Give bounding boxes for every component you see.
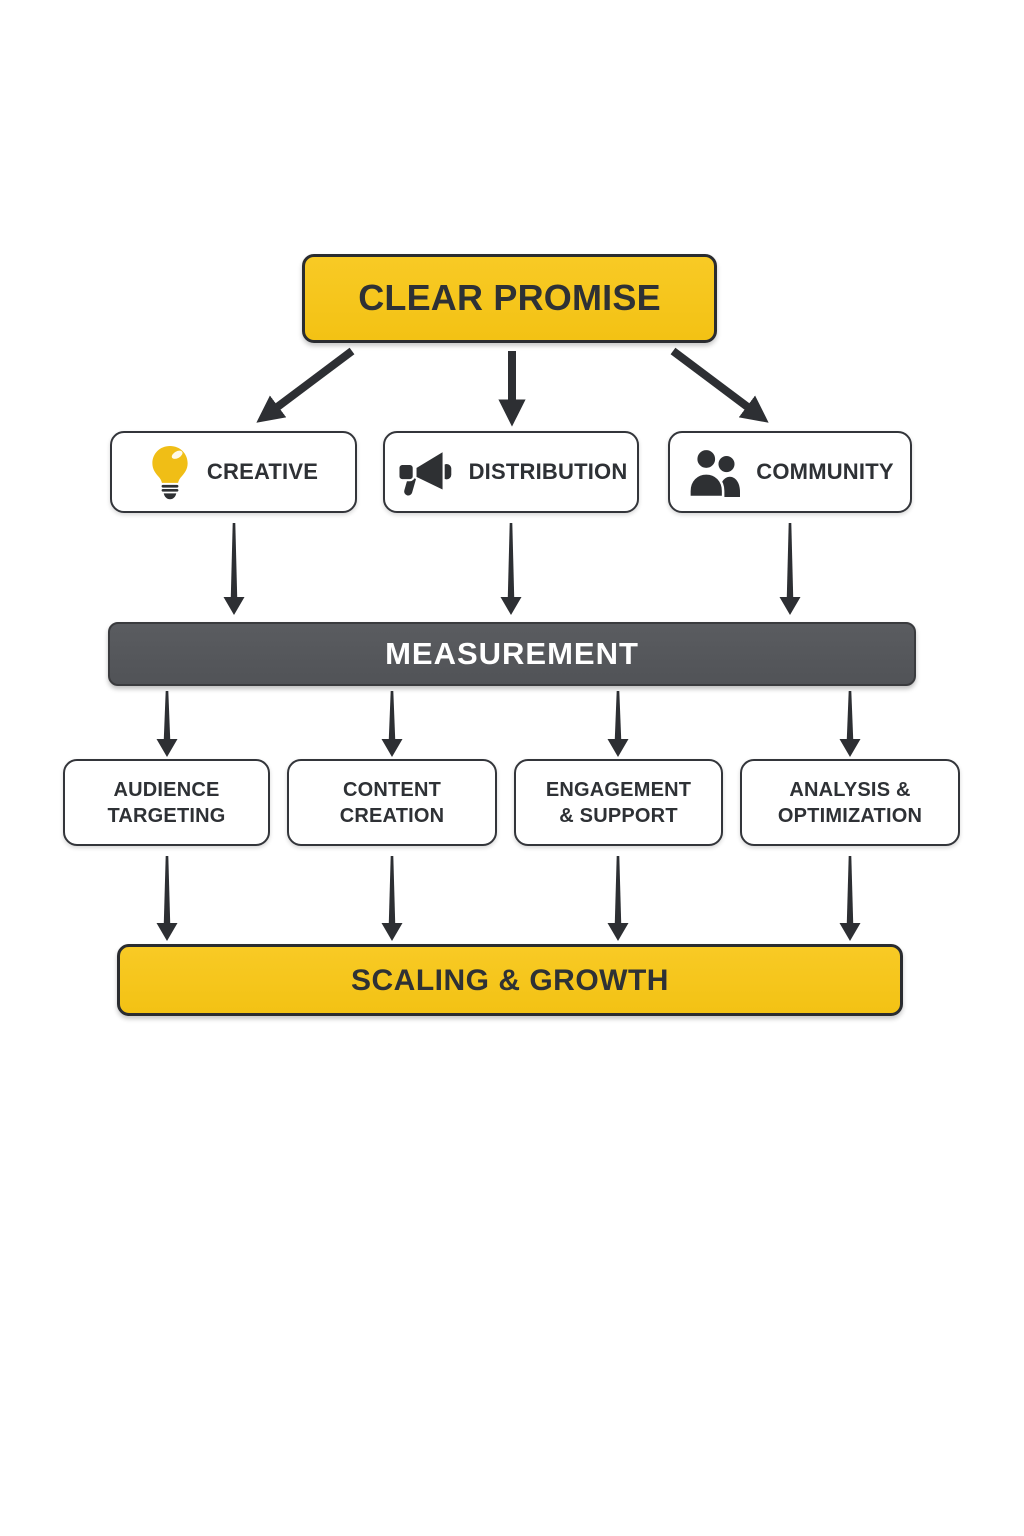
- megaphone-icon: [395, 446, 453, 499]
- arrow-engagement-scaling: [607, 856, 629, 941]
- arrow-analysis-scaling: [839, 856, 861, 941]
- community-label: COMMUNITY: [756, 458, 894, 484]
- arrow-measurement-content: [381, 691, 403, 757]
- distribution-label: DISTRIBUTION: [468, 458, 628, 484]
- clear-promise-label: CLEAR PROMISE: [358, 277, 661, 319]
- scaling-growth-label: SCALING & GROWTH: [351, 963, 669, 997]
- node-creative: CREATIVE: [110, 431, 357, 513]
- node-measurement: MEASUREMENT: [108, 622, 916, 686]
- arrow-creative-measurement: [223, 523, 245, 615]
- analysis-optimization-label: ANALYSIS & OPTIMIZATION: [777, 778, 923, 827]
- arrow-promise-creative: [256, 347, 355, 423]
- arrow-measurement-audience: [156, 691, 178, 757]
- arrow-audience-scaling: [156, 856, 178, 941]
- node-content-creation: CONTENT CREATION: [287, 759, 497, 846]
- node-community: COMMUNITY: [668, 431, 912, 513]
- node-audience-targeting: AUDIENCE TARGETING: [63, 759, 270, 846]
- engagement-support-label: ENGAGEMENT & SUPPORT: [545, 778, 692, 827]
- arrow-promise-community: [670, 347, 769, 423]
- measurement-label: MEASUREMENT: [385, 635, 639, 671]
- content-creation-label: CONTENT CREATION: [339, 778, 445, 827]
- people-icon: [686, 447, 741, 497]
- arrow-measurement-analysis: [839, 691, 861, 757]
- lightbulb-icon: [149, 444, 191, 500]
- arrow-content-scaling: [381, 856, 403, 941]
- arrow-community-measurement: [779, 523, 801, 615]
- node-analysis-optimization: ANALYSIS & OPTIMIZATION: [740, 759, 960, 846]
- arrow-distribution-measurement: [500, 523, 522, 615]
- node-scaling-growth: SCALING & GROWTH: [117, 944, 903, 1016]
- node-engagement-support: ENGAGEMENT & SUPPORT: [514, 759, 723, 846]
- node-clear-promise: CLEAR PROMISE: [302, 254, 717, 343]
- audience-targeting-label: AUDIENCE TARGETING: [107, 778, 226, 827]
- creative-label: CREATIVE: [206, 458, 319, 484]
- arrow-measurement-engagement: [607, 691, 629, 757]
- node-distribution: DISTRIBUTION: [383, 431, 639, 513]
